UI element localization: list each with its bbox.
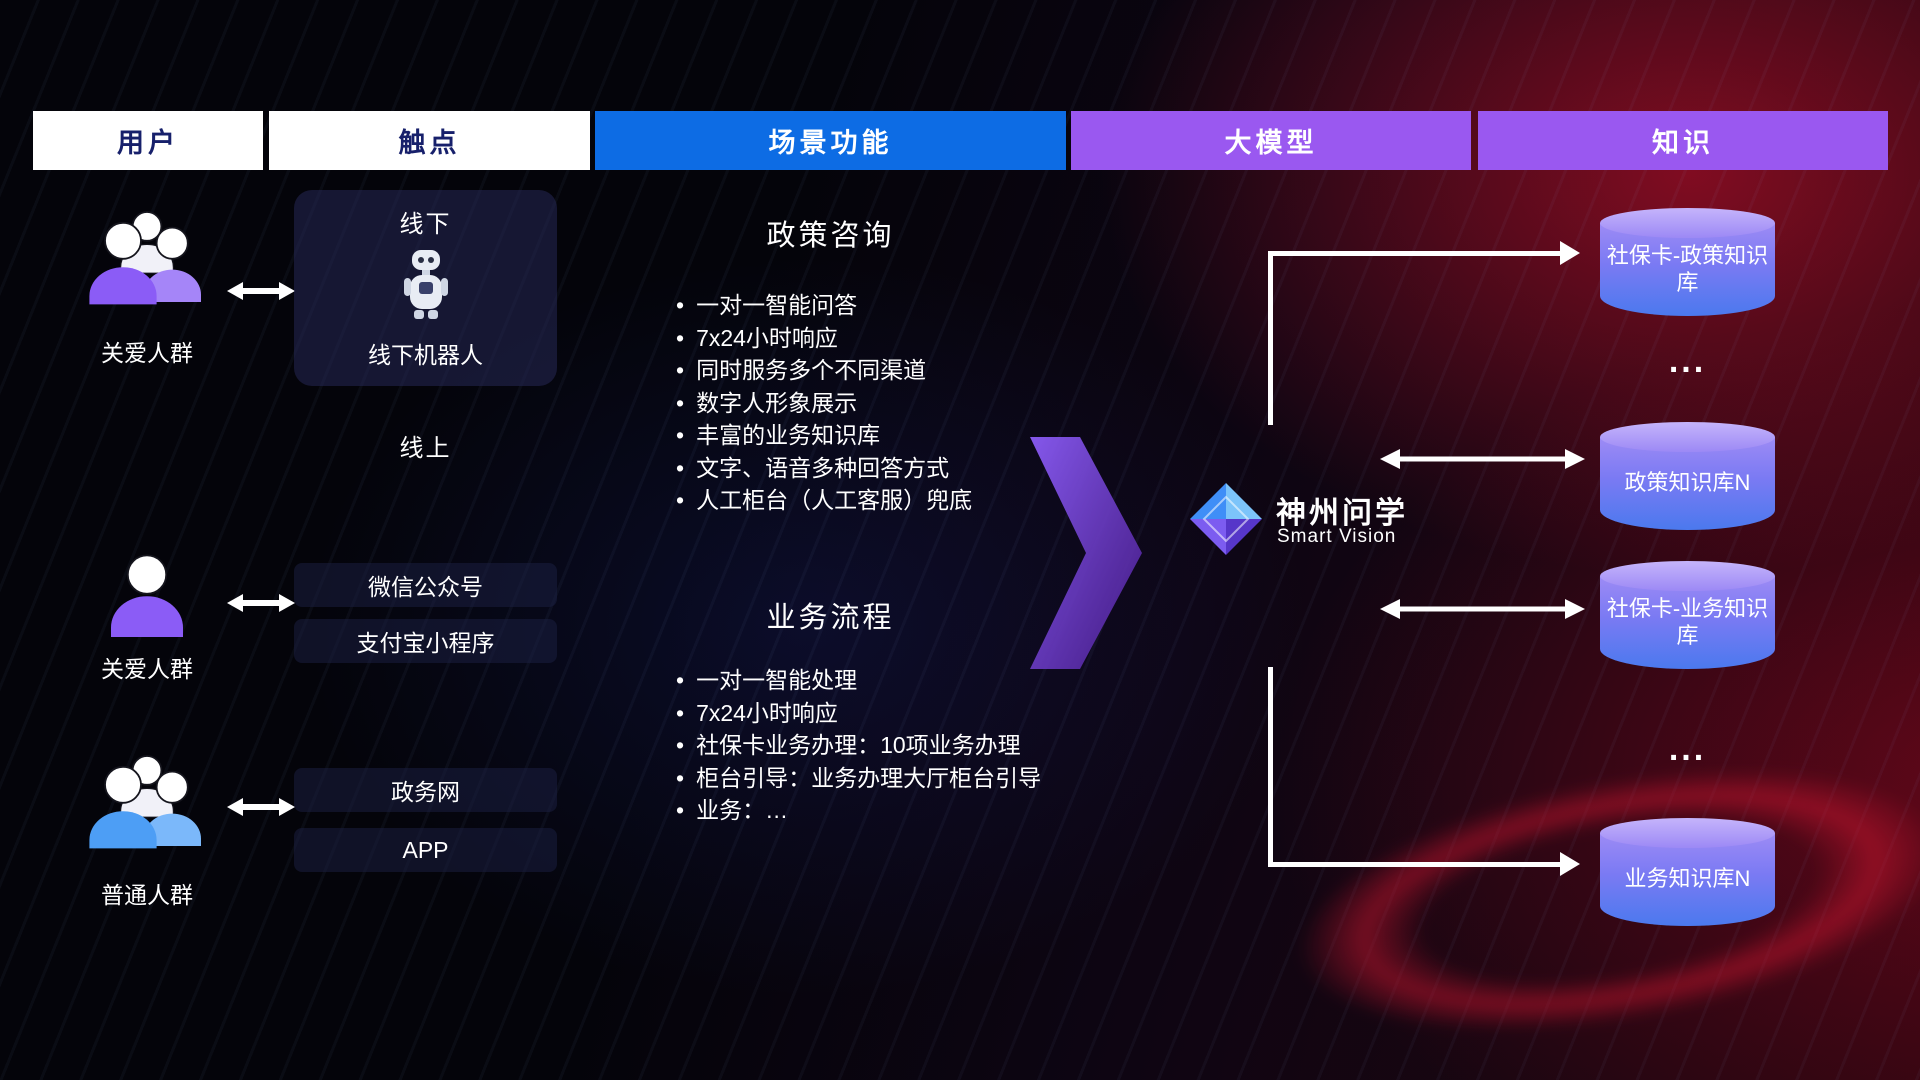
list-item: 一对一智能问答 [676, 289, 972, 322]
cylinder-top [1600, 422, 1775, 452]
double-arrow-icon [1380, 596, 1585, 627]
list-item: 一对一智能处理 [676, 664, 1041, 697]
single-label: 关爱人群 [101, 656, 193, 682]
list-item: 业务：… [676, 794, 1041, 827]
ellipsis: ... [1668, 342, 1707, 380]
cylinder-body [1600, 437, 1775, 530]
list-item: 人工柜台（人工客服）兜底 [676, 484, 972, 517]
cylinder-top [1600, 818, 1775, 848]
group2-label: 普通人群 [101, 882, 193, 908]
policy-section-title: 政策咨询 [766, 220, 895, 252]
background-red-swoosh [1221, 696, 1920, 1080]
connector-line [1268, 253, 1273, 425]
list-item: 丰富的业务知识库 [676, 419, 972, 452]
channel-gov: 政务网 [294, 768, 557, 812]
list-item: 同时服务多个不同渠道 [676, 354, 972, 387]
business-section-title: 业务流程 [766, 602, 895, 634]
online-title: 线上 [399, 435, 452, 462]
ellipsis: ... [1668, 730, 1707, 768]
kb-label: 社保卡-政策知识库 [1606, 242, 1769, 296]
connector-line [1268, 667, 1273, 867]
channel-alipay: 支付宝小程序 [294, 619, 557, 663]
header-scenario: 场景功能 [595, 111, 1066, 170]
group-users-blue-icon [87, 752, 207, 861]
offline-robot-label: 线下机器人 [368, 342, 483, 368]
cylinder-body [1600, 833, 1775, 926]
cylinder-top [1600, 208, 1775, 238]
cylinder-top [1600, 561, 1775, 591]
arrowhead-icon [1560, 852, 1580, 876]
model-name: 神州问学 [1276, 497, 1408, 530]
business-feature-list: 一对一智能处理 7x24小时响应 社保卡业务办理：10项业务办理 柜台引导：业务… [676, 664, 1041, 827]
connector-line [1268, 251, 1563, 256]
header-model: 大模型 [1071, 111, 1471, 170]
list-item: 数字人形象展示 [676, 387, 972, 420]
knowledge-base-cylinder: 社保卡-政策知识库 [1600, 208, 1775, 316]
robot-icon [400, 246, 452, 329]
kb-label: 政策知识库N [1624, 470, 1751, 496]
header-touchpoint: 触点 [269, 111, 590, 170]
channel-wechat: 微信公众号 [294, 563, 557, 607]
knowledge-base-cylinder: 社保卡-业务知识库 [1600, 561, 1775, 669]
group1-label: 关爱人群 [101, 340, 193, 366]
single-user-icon [105, 548, 189, 647]
knowledge-base-cylinder: 业务知识库N [1600, 818, 1775, 926]
offline-title: 线下 [399, 211, 452, 238]
group-users-purple-icon [87, 208, 207, 317]
list-item: 7x24小时响应 [676, 322, 972, 355]
model-subtitle: Smart Vision [1277, 526, 1397, 547]
connector-line [1268, 862, 1563, 867]
arrowhead-icon [1560, 241, 1580, 265]
cylinder-body [1600, 576, 1775, 669]
flow-arrow-icon [1030, 437, 1142, 674]
channel-app: APP [294, 828, 557, 872]
knowledge-base-cylinder: 政策知识库N [1600, 422, 1775, 530]
list-item: 柜台引导：业务办理大厅柜台引导 [676, 762, 1041, 795]
cylinder-body [1600, 223, 1775, 316]
offline-touchpoint-card: 线下 线下机器人 [294, 190, 557, 386]
list-item: 社保卡业务办理：10项业务办理 [676, 729, 1041, 762]
header-knowledge: 知识 [1478, 111, 1888, 170]
double-arrow-icon [227, 795, 295, 824]
list-item: 文字、语音多种回答方式 [676, 452, 972, 485]
double-arrow-icon [227, 279, 295, 308]
smart-vision-logo-icon [1188, 481, 1264, 562]
header-user: 用户 [33, 111, 263, 170]
list-item: 7x24小时响应 [676, 697, 1041, 730]
double-arrow-icon [227, 591, 295, 620]
double-arrow-icon [1380, 446, 1585, 477]
kb-label: 业务知识库N [1624, 866, 1751, 892]
kb-label: 社保卡-业务知识库 [1606, 595, 1769, 649]
policy-feature-list: 一对一智能问答 7x24小时响应 同时服务多个不同渠道 数字人形象展示 丰富的业… [676, 289, 972, 517]
